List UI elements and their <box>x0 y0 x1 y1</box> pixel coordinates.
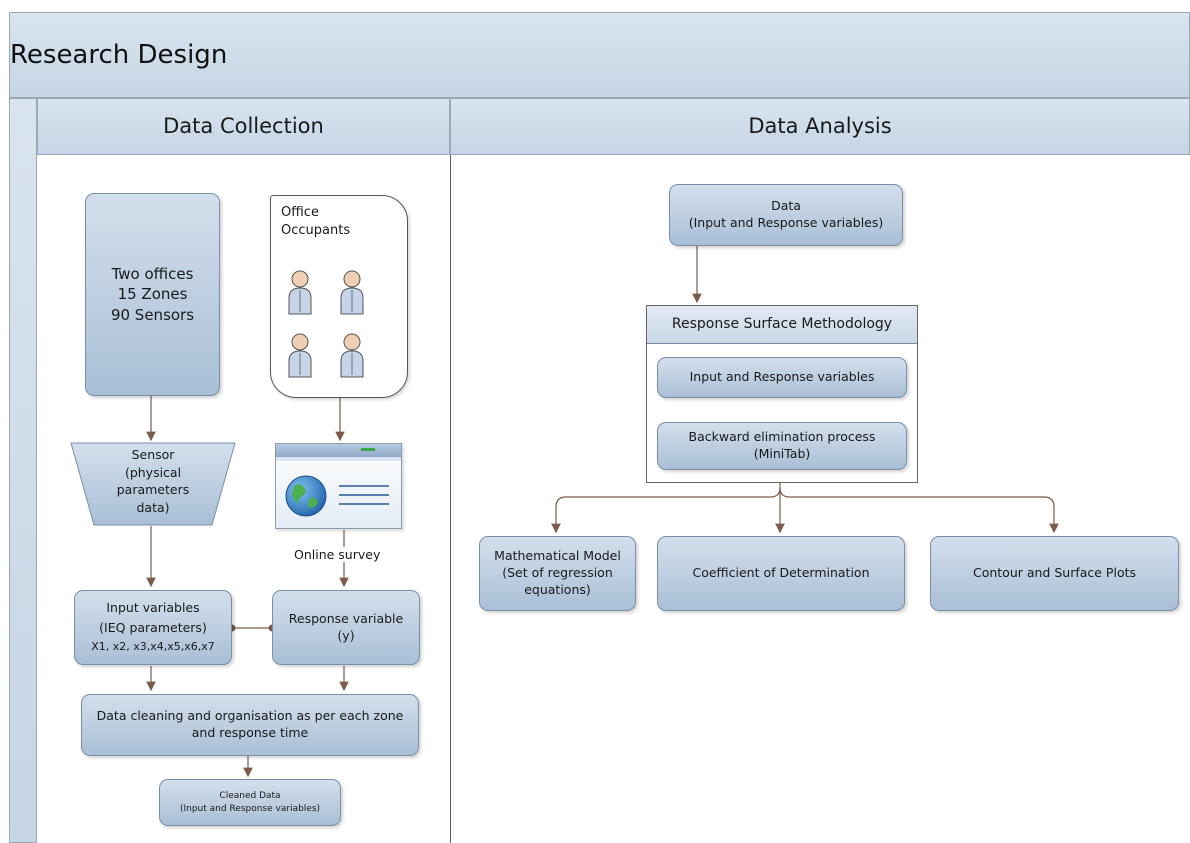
sensor-trapezoid <box>70 442 236 526</box>
cleaned-data-box: Cleaned Data (Input and Response variabl… <box>159 779 341 826</box>
coefficient-of-determination-box: Coefficient of Determination <box>657 536 905 611</box>
rsm-title-bar <box>647 306 917 344</box>
input-variables-box: Input variables (IEQ parameters) X1, x2,… <box>74 590 232 665</box>
rsm-title: Response Surface Methodology <box>671 316 893 332</box>
contour-surface-plots-box: Contour and Surface Plots <box>930 536 1179 611</box>
lane-title-collection: Data Collection <box>163 114 324 138</box>
mathematical-model-box: Mathematical Model (Set of regression eq… <box>479 536 636 611</box>
input-variables-list: X1, x2, x3,x4,x5,x6,x7 <box>91 639 215 653</box>
person-icon <box>288 333 312 378</box>
lane-header-collection <box>37 98 450 155</box>
data-box: Data (Input and Response variables) <box>669 184 903 246</box>
sensor-label: Sensor (physical parameters data) <box>116 447 190 515</box>
person-icon <box>340 333 364 378</box>
rsm-step-input-response: Input and Response variables <box>657 357 907 398</box>
occupants-title: Office Occupants <box>281 205 351 238</box>
offices-box: Two offices 15 Zones 90 Sensors <box>85 193 220 396</box>
globe-icon <box>285 475 327 517</box>
lane-title-analysis: Data Analysis <box>748 114 892 138</box>
online-survey-label: Online survey <box>294 547 381 562</box>
lane-header-analysis <box>450 98 1190 155</box>
input-variables-params: (IEQ parameters) <box>99 620 207 636</box>
page-title: Research Design <box>10 40 228 70</box>
person-icon <box>288 270 312 315</box>
input-variables-title: Input variables <box>106 600 200 616</box>
person-icon <box>340 270 364 315</box>
data-cleaning-box: Data cleaning and organisation as per ea… <box>81 694 419 756</box>
rsm-step-backward-elimination: Backward elimination process (MiniTab) <box>657 422 907 470</box>
title-band <box>9 12 1190 98</box>
lane-divider <box>450 155 451 843</box>
response-variable-box: Response variable (y) <box>272 590 420 665</box>
